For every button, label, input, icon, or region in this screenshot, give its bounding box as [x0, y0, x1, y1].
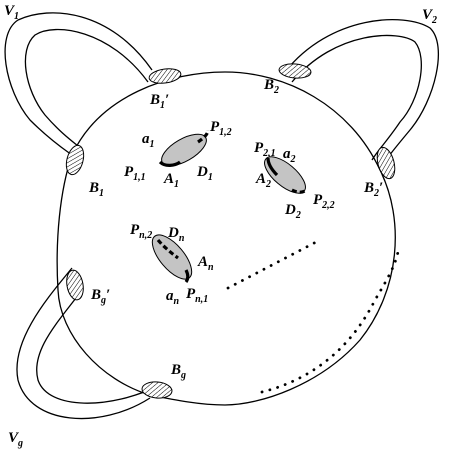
- label-p21: P2,1: [254, 140, 276, 159]
- arc-dn: [156, 238, 179, 260]
- label-d2: D2: [284, 202, 301, 221]
- handle-vg: [16, 267, 161, 420]
- label-b1p: B1′: [149, 92, 169, 111]
- handle-vg-inner: [36, 289, 161, 404]
- label-a-2: A2: [255, 171, 271, 190]
- label-b1: B1: [88, 180, 104, 199]
- handle-v2-inner: [291, 34, 422, 161]
- label-pn2: Pn,2: [130, 222, 152, 241]
- disk-d2: [264, 156, 308, 194]
- label-b2: B2: [263, 77, 279, 96]
- label-a1: a1: [142, 131, 155, 150]
- hatched-disk-bg: [141, 381, 173, 399]
- handle-v2: [284, 19, 439, 171]
- label-an: an: [166, 288, 180, 307]
- handle-vg-outer: [16, 267, 151, 420]
- label-p11: P1,1: [124, 164, 146, 183]
- label-p22: P2,2: [313, 192, 335, 211]
- arc-a1: [158, 160, 181, 167]
- arc-an: [184, 269, 190, 283]
- label-pn1: Pn,1: [186, 286, 208, 305]
- label-p12: P1,2: [210, 119, 232, 138]
- labels: V1 V2 Vg B1′ B2 B1 B2′ Bg′ Bg a1 P1,2 P1…: [4, 3, 437, 449]
- label-dn: Dn: [167, 225, 185, 244]
- disk-dn: [151, 234, 193, 283]
- hatched-disk-b2: [278, 63, 312, 79]
- handle-v2-outer: [284, 19, 439, 171]
- dotted-arc: [260, 250, 400, 394]
- label-a-1: A1: [163, 171, 179, 190]
- label-vg: Vg: [8, 430, 23, 449]
- hatched-disks: [65, 63, 396, 399]
- dotted-line-disks: [226, 238, 322, 290]
- label-b2p: B2′: [363, 180, 383, 199]
- label-bgp: Bg′: [90, 287, 110, 306]
- hatched-disk-bgp: [66, 269, 84, 301]
- arc-d2: [291, 188, 308, 194]
- hatched-disk-b1: [65, 144, 85, 176]
- label-a2: a2: [283, 146, 296, 165]
- label-d1: D1: [196, 164, 213, 183]
- label-v2: V2: [422, 7, 437, 26]
- hatched-disk-b2p: [376, 146, 396, 180]
- handle-v1: [4, 12, 153, 156]
- label-bg: Bg: [170, 362, 186, 381]
- handle-v1-outer: [4, 12, 153, 156]
- main-sphere: [56, 71, 396, 406]
- hatched-disk-b1p: [148, 68, 182, 84]
- label-v1: V1: [4, 3, 19, 22]
- arc-a2: [266, 157, 279, 177]
- label-a-n: An: [197, 254, 214, 273]
- disk-d1: [158, 129, 210, 167]
- arc-d1: [197, 129, 210, 144]
- handle-v1-inner: [24, 28, 149, 147]
